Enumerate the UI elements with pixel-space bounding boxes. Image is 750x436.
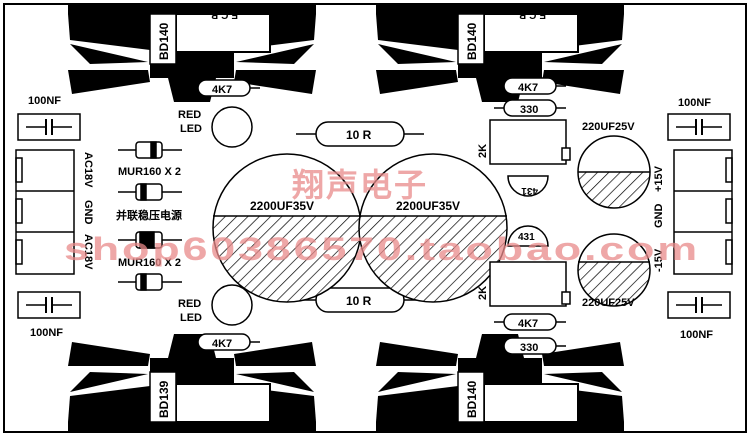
label-chinese-note: 并联稳压电源 (116, 208, 182, 222)
resistor-10r-top (296, 121, 424, 147)
label-100nf-top-right: 100NF (678, 97, 711, 109)
transistor-bd140-top-left (149, 13, 271, 65)
label-minus15v: -15V (653, 248, 665, 272)
cap-100nf-top-right (667, 113, 731, 141)
label-bd140-top-left: BD140 (157, 22, 171, 60)
label-red-led-top-1: RED (178, 109, 201, 121)
label-bd139-bottom-left: BD139 (157, 380, 171, 418)
transistor-bd140-top-right (457, 13, 579, 65)
label-4k7-bottom-right: 4K7 (518, 318, 538, 330)
label-gnd-left: GND (82, 200, 94, 225)
label-bd140-top-right: BD140 (465, 22, 479, 60)
resistor-330-top-right (494, 99, 566, 117)
label-4k7-top-right: 4K7 (518, 82, 538, 94)
diode-mur160-3 (118, 231, 182, 249)
resistor-4k7-bottom-left (188, 333, 260, 351)
label-red-led-top-2: LED (180, 123, 202, 135)
resistor-4k7-top-right (494, 77, 566, 95)
label-bd140-bottom-right: BD140 (465, 380, 479, 418)
cap-100nf-bottom-left (17, 291, 81, 319)
label-2k-bottom: 2K (477, 286, 489, 300)
cap-220uf-top (577, 135, 651, 209)
watermark-url: shop60386570.taobao.com (64, 231, 700, 267)
resistor-4k7-bottom-right (494, 313, 566, 331)
label-mur160-bottom: MUR160 X 2 (118, 257, 181, 269)
watermark-cn: 翔声电子 (292, 167, 428, 203)
label-330-top-right: 330 (520, 104, 538, 116)
ic-431-bottom (507, 225, 549, 247)
label-ecb-top-right: ECB (516, 9, 546, 20)
resistor-4k7-top-left (188, 79, 260, 97)
diode-mur160-2 (118, 183, 182, 201)
diode-mur160-4 (118, 273, 182, 291)
label-plus15v: +15V (653, 165, 665, 192)
label-431-bottom: 431 (518, 232, 535, 243)
label-10r-top: 10 R (346, 128, 372, 142)
label-ecb-bottom-left: ECB (206, 424, 236, 435)
label-10r-bottom: 10 R (346, 294, 372, 308)
label-red-led-bottom-1: RED (178, 298, 201, 310)
label-ac18v-bottom: AC18V (82, 234, 94, 270)
label-4k7-bottom-left: 4K7 (212, 338, 232, 350)
label-2200uf-left: 2200UF35V (250, 199, 314, 213)
cap-100nf-top-left (17, 113, 81, 141)
trimmer-2k-top (489, 119, 571, 165)
label-ac18v-top: AC18V (82, 152, 94, 188)
terminal-block-left (15, 149, 75, 275)
label-ecb-top-left: ECB (208, 9, 238, 20)
ic-431-top (507, 175, 549, 197)
cap-100nf-bottom-right (667, 291, 731, 319)
transistor-bd140-bottom-right (457, 371, 579, 423)
resistor-330-bottom-right (494, 337, 566, 355)
label-2200uf-right: 2200UF35V (396, 199, 460, 213)
label-431-top: 431 (521, 185, 538, 196)
label-gnd-right: GND (653, 204, 665, 229)
led-red-top (211, 106, 253, 148)
label-100nf-top-left: 100NF (28, 95, 61, 107)
label-330-bottom-right: 330 (520, 342, 538, 354)
label-100nf-bottom-right: 100NF (680, 329, 713, 341)
label-100nf-bottom-left: 100NF (30, 327, 63, 339)
terminal-block-right (673, 149, 733, 275)
transistor-bd139-bottom-left (149, 371, 271, 423)
label-2k-top: 2K (477, 144, 489, 158)
label-red-led-bottom-2: LED (180, 312, 202, 324)
label-mur160-top: MUR160 X 2 (118, 166, 181, 178)
label-220uf-top: 220UF25V (582, 121, 635, 133)
label-220uf-bottom: 220UF25V (582, 297, 635, 309)
diode-mur160-1 (118, 141, 182, 159)
led-red-bottom (211, 284, 253, 326)
label-4k7-top-left: 4K7 (212, 84, 232, 96)
label-ecb-bottom-right: ECB (514, 424, 544, 435)
trimmer-2k-bottom (489, 261, 571, 307)
